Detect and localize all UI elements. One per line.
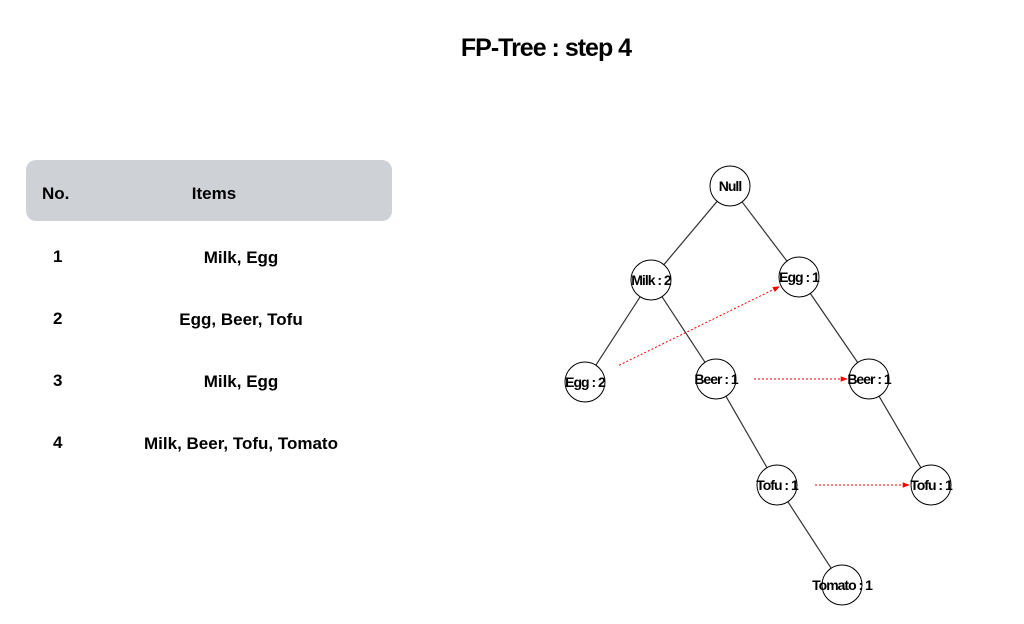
tree-edge-null-milk xyxy=(663,200,718,266)
node-circle xyxy=(630,259,672,301)
title-container: FP-Tree : step 4 xyxy=(0,34,1024,74)
node-label: Egg : 2 xyxy=(565,374,606,390)
table-header: No. Items xyxy=(26,160,392,221)
table-row: 3 Milk, Egg xyxy=(26,345,392,407)
row-no: 2 xyxy=(53,309,63,328)
node-circle xyxy=(778,256,820,298)
tree-edge-milk-egg_b xyxy=(595,296,641,366)
tree-node-tofu_b: Tofu : 1 xyxy=(910,464,954,506)
tree-edges xyxy=(595,200,922,569)
row-items: Milk, Beer, Tofu, Tomato xyxy=(144,434,338,453)
tree-node-egg_a: Egg : 1 xyxy=(778,256,821,298)
row-items: Milk, Egg xyxy=(203,248,279,267)
node-label: Null xyxy=(719,178,742,194)
node-label: Beer : 1 xyxy=(694,371,739,387)
tree-node-tofu_a: Tofu : 1 xyxy=(756,464,800,506)
tree-node-tomato: Tomato : 1 xyxy=(812,564,874,606)
node-label: Tofu : 1 xyxy=(756,477,799,493)
node-label: Milk : 2 xyxy=(631,272,672,288)
transaction-table: No. Items 1 Milk, Egg 2 Egg, Beer, Tofu … xyxy=(26,160,392,469)
node-link-egg_b-egg_a xyxy=(618,286,780,366)
table-row: 1 Milk, Egg xyxy=(26,221,392,283)
node-circle xyxy=(910,464,952,506)
tree-edge-beer_b-tofu_b xyxy=(878,395,922,469)
tree-edge-egg_a-beer_b xyxy=(809,293,859,363)
node-circle xyxy=(695,358,737,400)
node-label: Beer : 1 xyxy=(847,371,892,387)
node-circle xyxy=(756,464,798,506)
tree-node-beer_b: Beer : 1 xyxy=(847,358,893,400)
table-row: 2 Egg, Beer, Tofu xyxy=(26,283,392,345)
node-links xyxy=(618,286,910,488)
tree-edge-tofu_a-tomato xyxy=(787,501,832,569)
tree-node-beer_a: Beer : 1 xyxy=(694,358,740,400)
row-no: 1 xyxy=(53,247,63,266)
node-circle xyxy=(709,165,751,207)
table-row: 4 Milk, Beer, Tofu, Tomato xyxy=(26,407,392,469)
header-no: No. xyxy=(42,184,70,203)
node-circle xyxy=(848,358,890,400)
tree-edge-milk-beer_a xyxy=(661,296,706,363)
row-no: 4 xyxy=(53,433,63,452)
tree-edge-null-egg_a xyxy=(741,201,788,262)
node-circle xyxy=(821,564,863,606)
slide-title: FP-Tree : step 4 xyxy=(460,34,632,62)
tree-node-milk: Milk : 2 xyxy=(630,259,673,301)
header-items: Items xyxy=(191,184,237,203)
tree-edge-beer_a-tofu_a xyxy=(725,396,768,468)
row-no: 3 xyxy=(53,371,63,390)
node-circle xyxy=(564,361,606,403)
node-label: Tomato : 1 xyxy=(812,577,873,593)
tree-node-null: Null xyxy=(709,165,751,207)
tree-node-egg_b: Egg : 2 xyxy=(564,361,607,403)
node-label: Egg : 1 xyxy=(779,269,820,285)
row-items: Milk, Egg xyxy=(203,372,279,391)
node-label: Tofu : 1 xyxy=(910,477,953,493)
row-items: Egg, Beer, Tofu xyxy=(179,310,303,329)
